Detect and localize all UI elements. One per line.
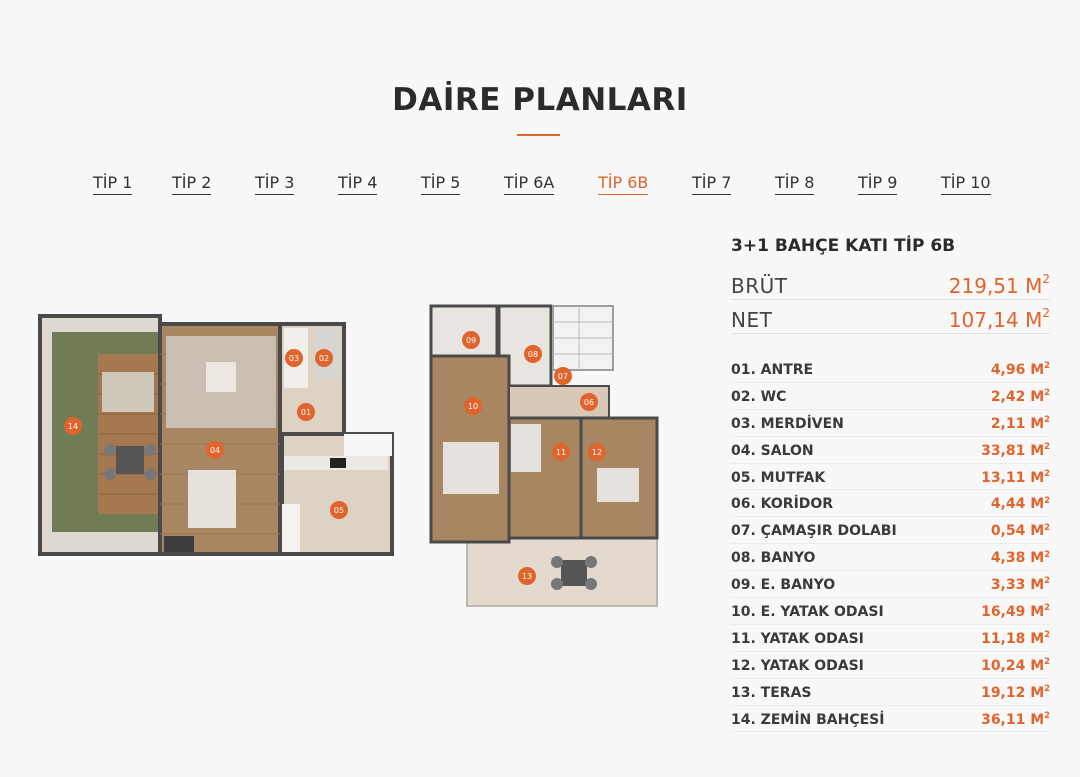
room-label: 11. YATAK ODASI: [731, 630, 864, 647]
room-marker-08: 08: [528, 350, 538, 359]
room-marker-05: 05: [334, 506, 344, 515]
room-row: 09. E. BANYO 3,33 M2: [731, 571, 1050, 599]
room-row: 01. ANTRE 4,96 M2: [731, 356, 1050, 383]
room-label: 03. MERDİVEN: [731, 415, 844, 432]
unit-info-panel: 3+1 BAHÇE KATI TİP 6B BRÜT 219,51 M2 NET…: [731, 236, 1050, 733]
room-area: 19,12 M2: [981, 683, 1050, 701]
tab-tip-9[interactable]: TİP 9: [858, 173, 898, 195]
gross-area-label: BRÜT: [731, 274, 788, 298]
room-marker-02: 02: [319, 354, 329, 363]
room-area: 4,44 M2: [990, 494, 1050, 513]
net-area-value: 107,14 M2: [948, 305, 1050, 332]
tab-tip-6a[interactable]: TİP 6A: [504, 173, 555, 195]
bedroom-12: [579, 416, 659, 540]
room-row: 13. TERAS 19,12 M2: [731, 679, 1050, 706]
room-row: 05. MUTFAK 13,11 M2: [731, 464, 1050, 491]
room-marker-13: 13: [522, 572, 532, 581]
tab-tip-3[interactable]: TİP 3: [255, 173, 295, 195]
room-area: 3,33 M2: [990, 575, 1050, 594]
gross-area-value: 219,51 M2: [948, 271, 1050, 298]
room-row: 03. MERDİVEN 2,11 M2: [731, 410, 1050, 437]
room-area: 11,18 M2: [981, 629, 1050, 647]
type-tabs: TİP 1 TİP 2 TİP 3 TİP 4 TİP 5 TİP 6A TİP…: [0, 173, 1080, 199]
room-marker-06: 06: [584, 398, 594, 407]
page-title: DAİRE PLANLARI: [392, 82, 688, 118]
room-row: 07. ÇAMAŞIR DOLABI 0,54 M2: [731, 517, 1050, 545]
room-marker-09: 09: [466, 336, 476, 345]
room-row: 11. YATAK ODASI 11,18 M2: [731, 625, 1050, 652]
room-label: 09. E. BANYO: [731, 577, 836, 594]
room-marker-10: 10: [468, 402, 478, 411]
room-area: 4,96 M2: [990, 360, 1050, 378]
room-area: 2,42 M2: [990, 387, 1050, 405]
room-row: 06. KORİDOR 4,44 M2: [731, 490, 1050, 518]
room-label: 04. SALON: [731, 442, 814, 459]
room-area: 2,11 M2: [990, 414, 1050, 432]
room-label: 12. YATAK ODASI: [731, 657, 864, 674]
room-label: 13. TERAS: [731, 684, 812, 701]
tab-tip-1[interactable]: TİP 1: [93, 173, 133, 195]
room-marker-11: 11: [556, 448, 566, 457]
tab-tip-4[interactable]: TİP 4: [338, 173, 378, 195]
tab-tip-5[interactable]: TİP 5: [421, 173, 461, 195]
ground-floor-plan: 14 04 03 02 01 05: [38, 314, 394, 556]
upper-floor-plan: 09 08 07 06 10 11 12 13: [429, 304, 659, 607]
room-area: 13,11 M2: [981, 467, 1050, 486]
tab-tip-10[interactable]: TİP 10: [941, 173, 991, 195]
room-area: 10,24 M2: [981, 656, 1050, 674]
net-area-label: NET: [731, 308, 773, 332]
room-area: 36,11 M2: [981, 709, 1050, 728]
gross-area-row: BRÜT 219,51 M2: [731, 266, 1050, 300]
room-row: 12. YATAK ODASI 10,24 M2: [731, 652, 1050, 679]
room-label: 02. WC: [731, 388, 787, 405]
room-marker-03: 03: [289, 354, 299, 363]
tab-tip-8[interactable]: TİP 8: [775, 173, 815, 195]
room-label: 08. BANYO: [731, 550, 816, 567]
unit-title: 3+1 BAHÇE KATI TİP 6B: [731, 236, 956, 256]
room-label: 05. MUTFAK: [731, 469, 826, 486]
room-area: 33,81 M2: [981, 441, 1050, 459]
room-label: 01. ANTRE: [731, 362, 814, 378]
room-row: 14. ZEMİN BAHÇESİ 36,11 M2: [731, 706, 1050, 733]
room-row: 10. E. YATAK ODASI 16,49 M2: [731, 598, 1050, 625]
room-area: 16,49 M2: [981, 602, 1050, 621]
room-label: 06. KORİDOR: [731, 496, 834, 513]
net-area-row: NET 107,14 M2: [731, 300, 1050, 334]
room-marker-07: 07: [558, 372, 568, 381]
room-row: 08. BANYO 4,38 M2: [731, 544, 1050, 572]
room-marker-01: 01: [301, 408, 311, 417]
room-row: 02. WC 2,42 M2: [731, 383, 1050, 410]
tab-tip-2[interactable]: TİP 2: [172, 173, 212, 195]
kitchen-floor: [280, 432, 394, 556]
room-list: 01. ANTRE 4,96 M2 02. WC 2,42 M2 03. MERDİ…: [731, 356, 1050, 733]
room-marker-12: 12: [592, 448, 602, 457]
title-underline: [517, 134, 560, 136]
room-marker-14: 14: [68, 422, 78, 431]
room-label: 07. ÇAMAŞIR DOLABI: [731, 523, 897, 540]
tab-tip-6b[interactable]: TİP 6B: [598, 173, 649, 195]
room-marker-04: 04: [210, 446, 220, 455]
room-area: 0,54 M2: [990, 521, 1050, 540]
room-row: 04. SALON 33,81 M2: [731, 437, 1050, 464]
room-label: 14. ZEMİN BAHÇESİ: [731, 711, 885, 728]
room-area: 4,38 M2: [990, 548, 1050, 567]
room-label: 10. E. YATAK ODASI: [731, 604, 884, 621]
tab-tip-7[interactable]: TİP 7: [692, 173, 732, 195]
